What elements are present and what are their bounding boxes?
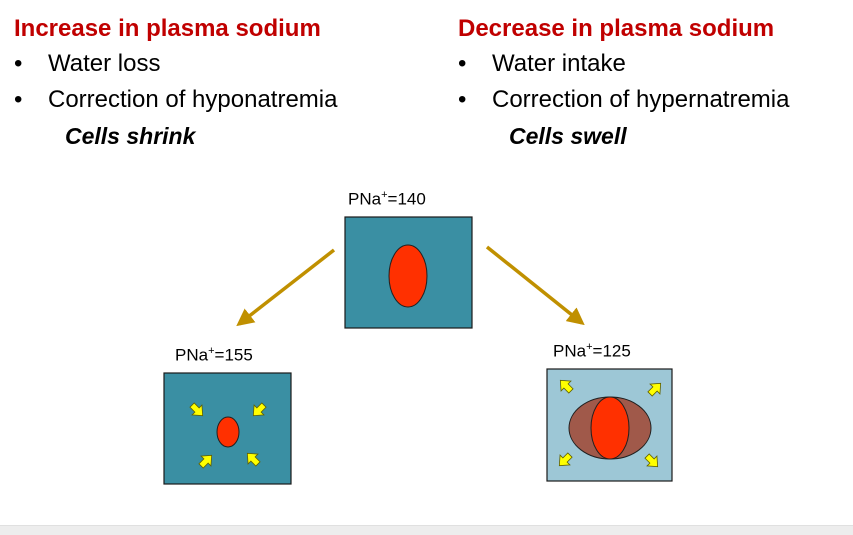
water-in-arrows bbox=[558, 379, 662, 468]
water-arrow-icon bbox=[252, 402, 267, 417]
increase-sodium-heading: Increase in plasma sodium bbox=[14, 15, 321, 42]
bullet-text: Correction of hyponatremia bbox=[48, 86, 338, 113]
bullet-item: • Water loss bbox=[14, 46, 337, 82]
water-arrow-icon bbox=[647, 382, 662, 397]
slide-bottom-strip bbox=[0, 525, 853, 535]
water-arrow-icon bbox=[189, 402, 204, 417]
bullet-dot: • bbox=[458, 50, 467, 77]
shrunk-cell bbox=[216, 416, 240, 448]
left-pna-label: PNa+=155 bbox=[175, 345, 253, 365]
water-out-arrows bbox=[189, 402, 267, 469]
swollen-cell-core bbox=[590, 396, 630, 460]
arrow-to-shrunk-cell bbox=[236, 248, 336, 327]
bullet-text: Water loss bbox=[48, 50, 161, 77]
bullet-dot: • bbox=[14, 86, 23, 113]
water-arrow-icon bbox=[246, 452, 261, 467]
bullet-item: • Water intake bbox=[458, 46, 789, 82]
water-arrow-icon bbox=[559, 379, 574, 394]
cells-shrink-label: Cells shrink bbox=[65, 123, 196, 149]
bullet-item: • Correction of hypernatremia bbox=[458, 82, 789, 118]
water-arrow-icon bbox=[558, 452, 573, 467]
water-arrow-icon bbox=[644, 453, 659, 468]
bullet-dot: • bbox=[14, 50, 23, 77]
bullet-dot: • bbox=[458, 86, 467, 113]
decrease-sodium-heading: Decrease in plasma sodium bbox=[458, 15, 775, 42]
cells-swell-label: Cells swell bbox=[509, 123, 627, 149]
bullet-text: Correction of hypernatremia bbox=[492, 86, 790, 113]
bullet-text: Water intake bbox=[492, 50, 626, 77]
arrow-to-swollen-cell bbox=[485, 245, 585, 326]
center-pna-label: PNa+=140 bbox=[348, 189, 426, 209]
water-arrow-icon bbox=[198, 454, 213, 469]
increase-sodium-column: Increase in plasma sodium • Water loss •… bbox=[14, 12, 337, 154]
bullet-item: • Correction of hyponatremia bbox=[14, 82, 337, 118]
right-pna-label: PNa+=125 bbox=[553, 341, 631, 361]
decrease-sodium-column: Decrease in plasma sodium • Water intake… bbox=[458, 12, 789, 154]
center-normal-cell bbox=[388, 244, 428, 308]
